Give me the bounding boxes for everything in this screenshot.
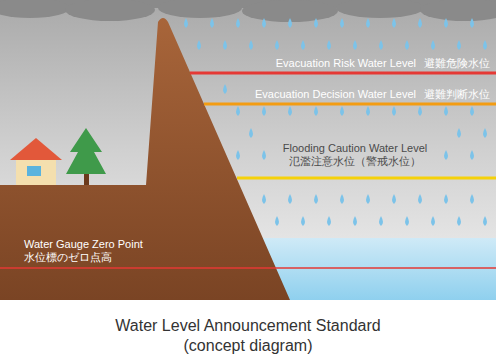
raindrop — [444, 194, 448, 204]
raindrop — [223, 84, 227, 94]
raindrop — [483, 40, 487, 50]
raindrop — [288, 18, 292, 28]
zero-point-line — [0, 267, 496, 269]
raindrop — [210, 18, 214, 28]
raindrop — [392, 194, 396, 204]
cloud — [0, 0, 496, 22]
raindrop — [470, 194, 474, 204]
raindrop — [262, 18, 266, 28]
raindrop — [379, 40, 383, 50]
level-label: Evacuation Decision Water Level — [255, 88, 416, 101]
tree — [66, 128, 106, 185]
raindrop — [314, 106, 318, 116]
raindrop — [418, 18, 422, 28]
raindrop — [418, 194, 422, 204]
raindrop — [301, 216, 305, 226]
raindrop — [288, 106, 292, 116]
level-label: Water Gauge Zero Point — [24, 238, 143, 251]
decision-level-line — [204, 103, 496, 106]
raindrop — [470, 150, 474, 160]
raindrop — [262, 106, 266, 116]
raindrop — [431, 216, 435, 226]
raindrop — [314, 194, 318, 204]
label-row: Evacuation Risk Water Level 避難危険水位 — [276, 57, 490, 70]
level-label: 避難危険水位 — [424, 57, 490, 70]
raindrop — [288, 194, 292, 204]
raindrop — [275, 40, 279, 50]
level-label: Evacuation Risk Water Level — [276, 57, 416, 70]
level-label: 水位標のゼロ点高 — [24, 251, 112, 264]
raindrop — [353, 216, 357, 226]
level-label: Flooding Caution Water Level — [283, 142, 428, 155]
raindrop — [483, 128, 487, 138]
raindrop — [353, 40, 357, 50]
raindrop — [301, 40, 305, 50]
raindrop — [236, 18, 240, 28]
raindrop — [236, 106, 240, 116]
raindrop — [340, 194, 344, 204]
risk-level-line — [190, 72, 496, 75]
raindrop — [470, 106, 474, 116]
raindrop — [366, 18, 370, 28]
raindrop — [340, 106, 344, 116]
label-row: Evacuation Decision Water Level 避難判断水位 — [255, 88, 490, 101]
raindrop — [405, 216, 409, 226]
raindrop — [327, 216, 331, 226]
raindrop — [418, 106, 422, 116]
embankment — [0, 18, 290, 300]
raindrop — [262, 150, 266, 160]
caution-level-line — [237, 177, 496, 180]
raindrop — [392, 18, 396, 28]
raindrop — [275, 216, 279, 226]
raindrop — [366, 106, 370, 116]
raindrop — [457, 40, 461, 50]
raindrop — [197, 40, 201, 50]
house — [10, 138, 62, 185]
label-row: Water Gauge Zero Point水位標のゼロ点高 — [24, 238, 143, 264]
raindrop — [223, 40, 227, 50]
raindrop — [483, 216, 487, 226]
raindrop — [457, 216, 461, 226]
raindrop — [236, 150, 240, 160]
level-label: 氾濫注意水位（警戒水位） — [289, 155, 421, 168]
raindrop — [249, 128, 253, 138]
raindrop — [366, 194, 370, 204]
caption: Water Level Announcement Standard (conce… — [98, 316, 398, 356]
raindrop — [392, 106, 396, 116]
raindrop — [249, 40, 253, 50]
raindrop — [444, 150, 448, 160]
sky — [0, 0, 496, 300]
raindrop — [431, 40, 435, 50]
raindrop — [314, 18, 318, 28]
raindrop — [262, 194, 266, 204]
raindrop — [444, 18, 448, 28]
raindrop — [457, 128, 461, 138]
level-label: 避難判断水位 — [424, 88, 490, 101]
raindrop — [327, 40, 331, 50]
raindrop — [405, 40, 409, 50]
raindrop — [184, 18, 188, 28]
raindrop — [444, 106, 448, 116]
label-row: Flooding Caution Water Level氾濫注意水位（警戒水位） — [270, 142, 440, 168]
raindrop — [340, 18, 344, 28]
raindrop — [379, 216, 383, 226]
raindrop — [470, 18, 474, 28]
